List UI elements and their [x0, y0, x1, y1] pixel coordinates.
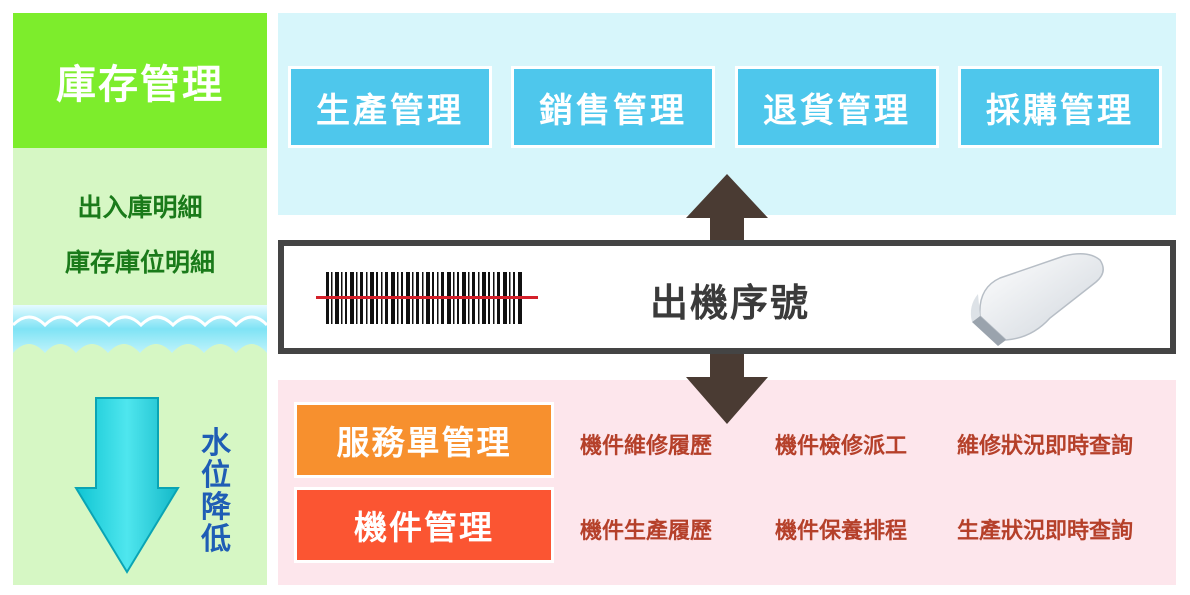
side-label-char-3: 降	[196, 482, 236, 526]
water-wave-icon	[13, 305, 267, 353]
down-arrow-icon	[74, 397, 180, 574]
side-label-text-2: 位	[201, 458, 231, 493]
service-order-management-button[interactable]: 服務單管理	[294, 402, 554, 478]
left-item-in-out-details[interactable]: 出入庫明細	[77, 193, 203, 222]
barcode-scanner-icon	[970, 253, 1104, 346]
service-item-realtime-query[interactable]: 維修狀況即時查詢	[957, 434, 1134, 459]
module-sales[interactable]: 銷售管理	[511, 66, 715, 148]
side-label-char-4: 低	[196, 514, 236, 558]
module-purchasing[interactable]: 採購管理	[958, 66, 1162, 148]
parts-management-button[interactable]: 機件管理	[294, 487, 554, 563]
side-label-char-2: 位	[196, 450, 236, 494]
module-production[interactable]: 生產管理	[288, 66, 492, 148]
parts-item-maintenance-schedule[interactable]: 機件保養排程	[775, 519, 908, 544]
service-item-repair-history[interactable]: 機件維修履歷	[580, 434, 713, 459]
side-label-text-3: 降	[201, 490, 231, 525]
parts-item-production-history[interactable]: 機件生產履歷	[580, 519, 713, 544]
side-label-text-4: 低	[201, 522, 231, 557]
inventory-title: 庫存管理	[56, 61, 224, 108]
side-label-char-1: 水	[196, 418, 236, 462]
service-item-dispatch[interactable]: 機件檢修派工	[775, 434, 908, 459]
inventory-title-box[interactable]: 庫存管理	[13, 13, 267, 148]
bidirectional-arrow-icon	[686, 174, 768, 424]
parts-item-production-query[interactable]: 生產狀況即時查詢	[957, 519, 1134, 544]
serial-number-label: 出機序號	[649, 281, 810, 325]
module-returns[interactable]: 退貨管理	[735, 66, 939, 148]
left-item-location-details[interactable]: 庫存庫位明細	[64, 248, 215, 277]
side-label-text-1: 水	[201, 426, 231, 461]
barcode-icon	[316, 272, 538, 324]
